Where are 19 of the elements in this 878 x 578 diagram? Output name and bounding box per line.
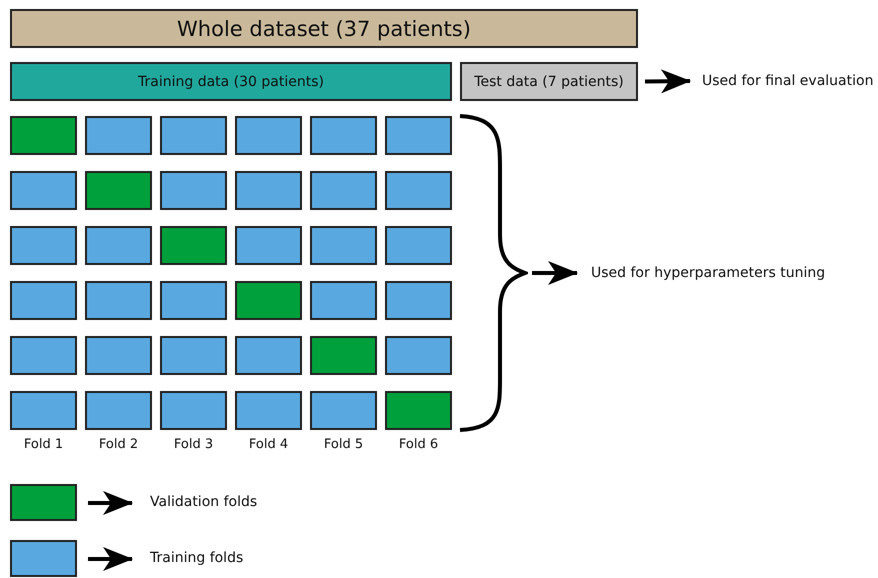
note-text: Used for final evaluation (702, 73, 874, 89)
arrow (644, 69, 691, 94)
column-label: Fold 3 (172, 437, 214, 452)
legend-text: Training folds (150, 550, 244, 566)
column-label: Fold 6 (398, 437, 440, 452)
dataset-box (10, 9, 638, 48)
box-label: Test data (7 patients) (474, 74, 624, 90)
box-label: Training data (30 patients) (138, 74, 324, 90)
legend-text: Validation folds (150, 494, 258, 510)
box-label: Whole dataset (37 patients) (177, 16, 471, 40)
training-data-box (10, 62, 452, 101)
note-text: Used for hyperparameters tuning (591, 265, 826, 281)
arrow (532, 261, 578, 285)
column-label: Fold 4 (248, 437, 290, 452)
column-label: Fold 2 (98, 437, 140, 452)
curly-brace (458, 114, 528, 432)
column-label: Fold 5 (322, 437, 364, 452)
column-label: Fold 1 (22, 437, 64, 452)
test-data-box (460, 62, 638, 101)
